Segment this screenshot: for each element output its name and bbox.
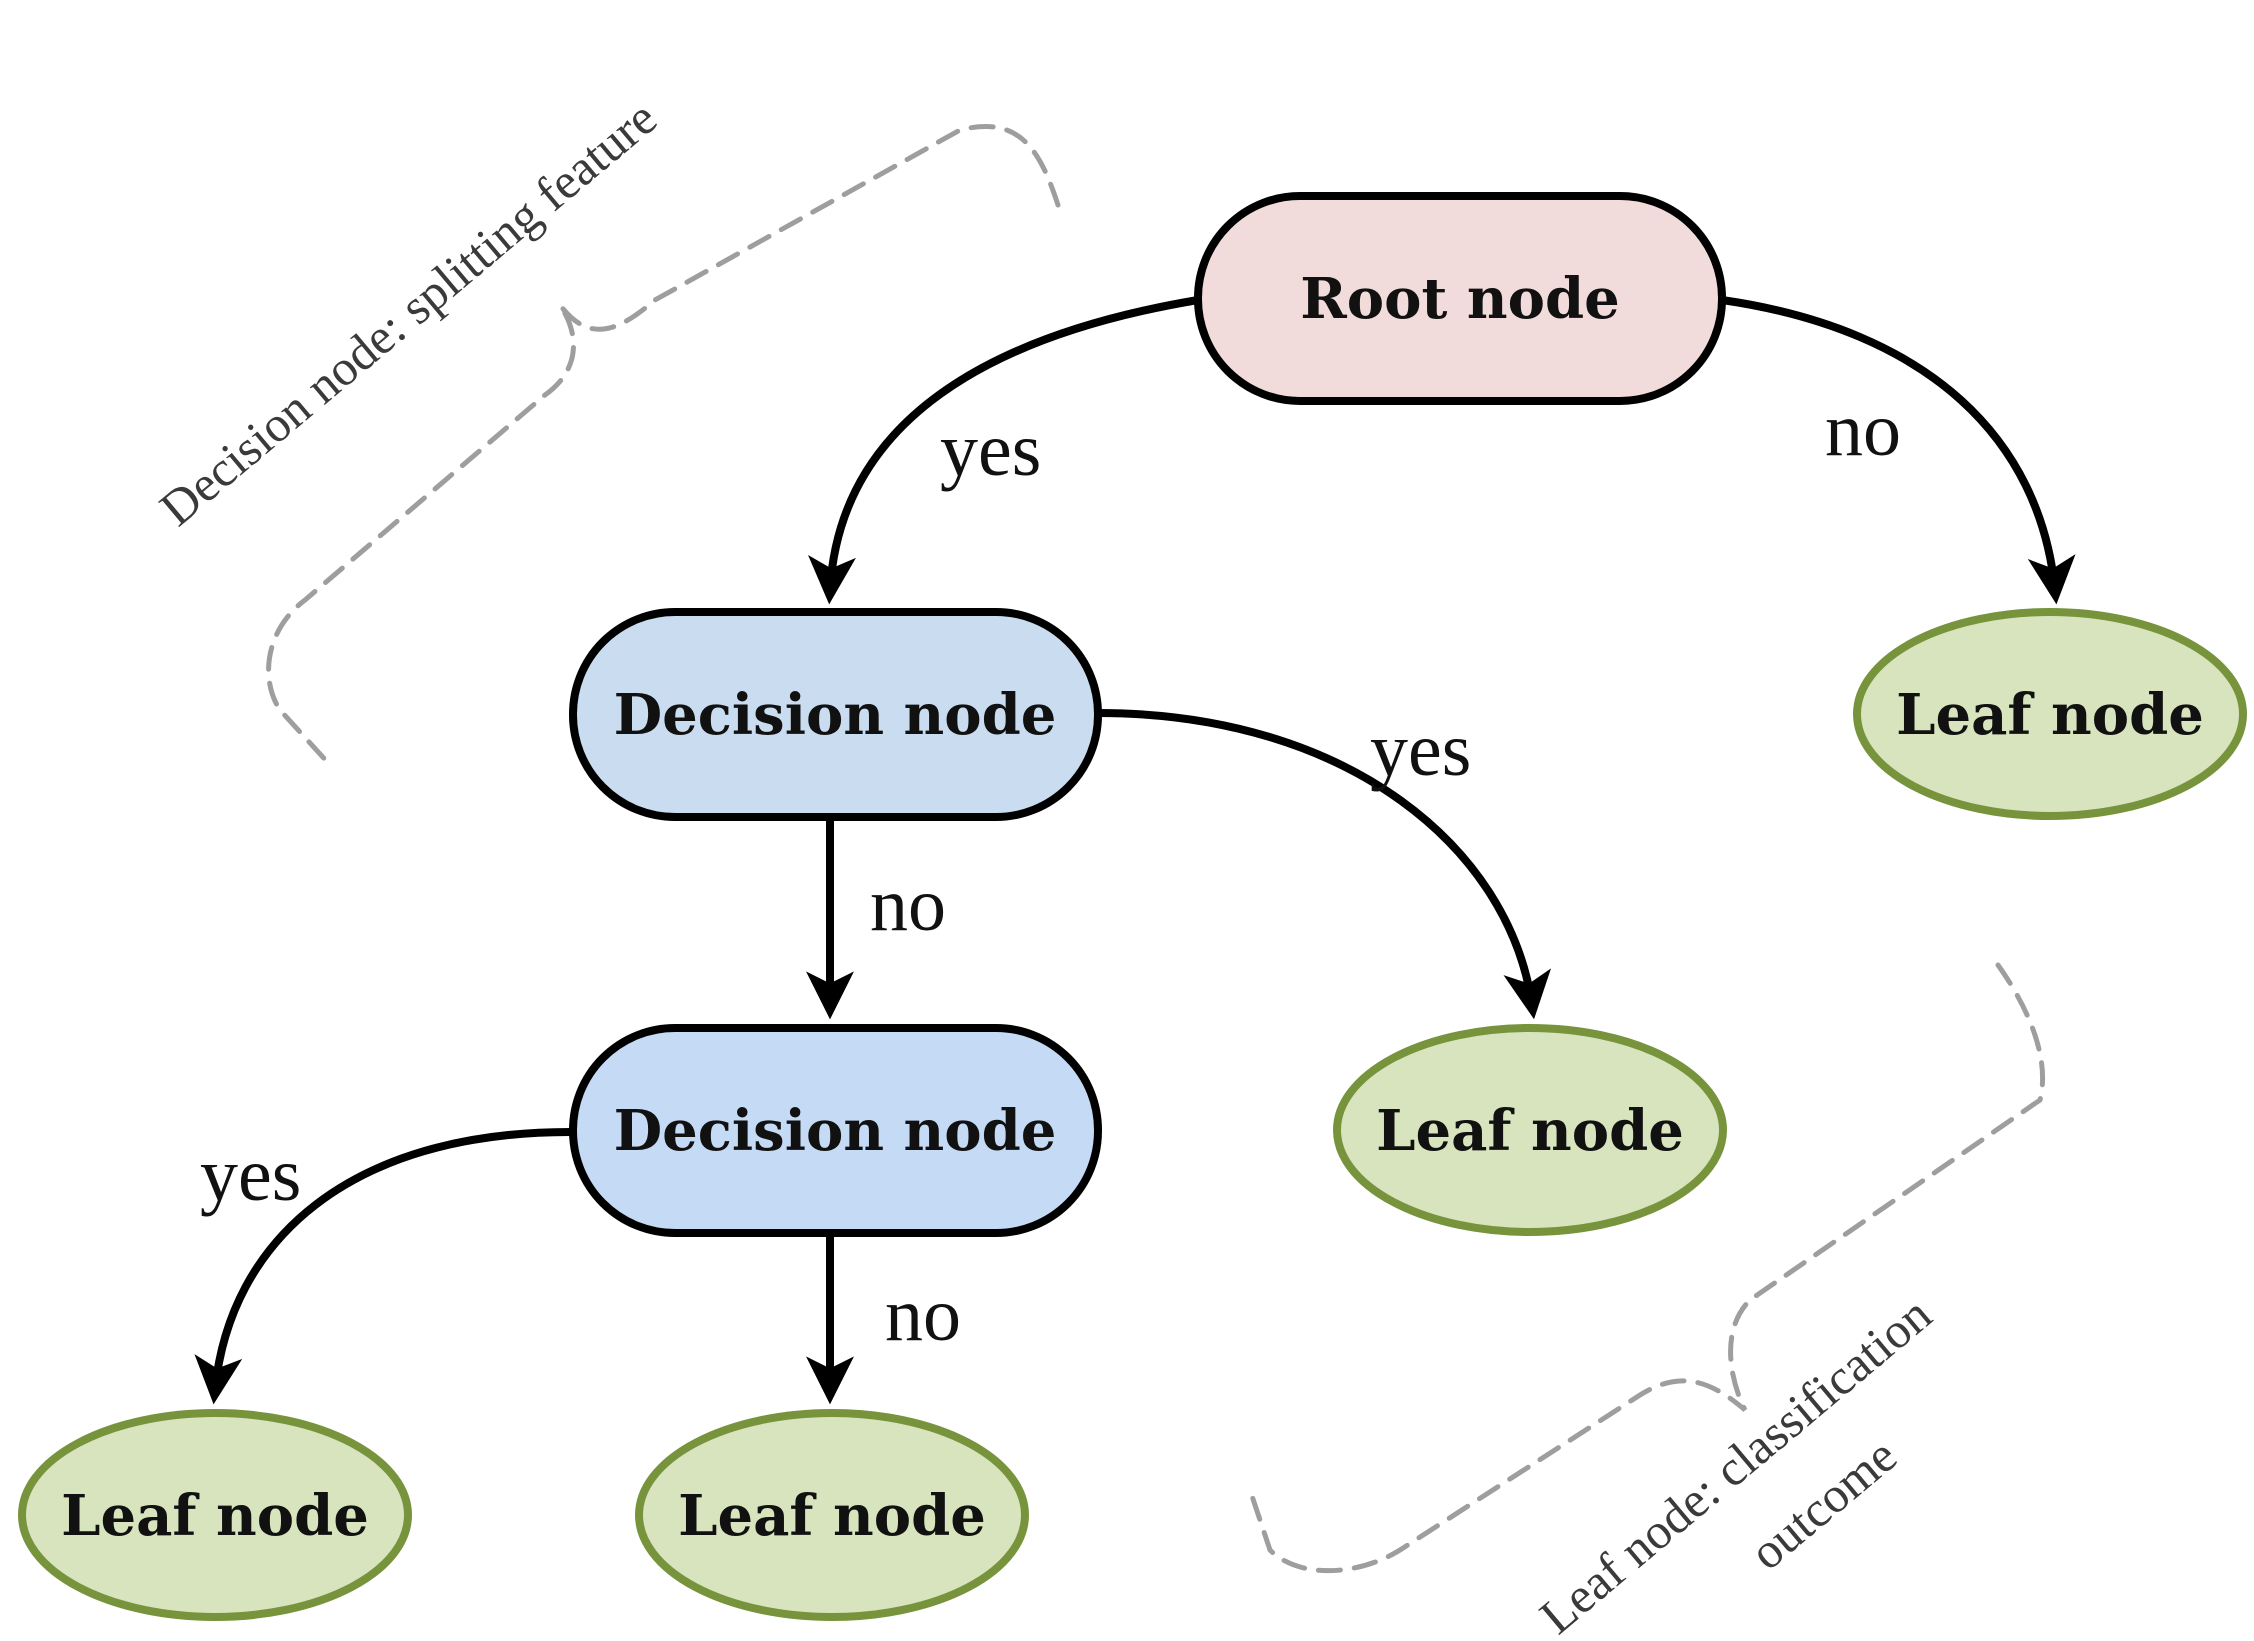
edge-root-to-decision1 [808, 296, 1199, 605]
edge-label-root-no: no [1825, 388, 1901, 472]
leaf-node-top-right [1853, 608, 2247, 820]
edge-label-root-yes: yes [940, 408, 1041, 492]
decision-node-2-label: Decision node [614, 1098, 1057, 1164]
root-node-label: Root node [1300, 266, 1619, 332]
decision-note-label: Decision node: splitting feature [149, 89, 667, 536]
edge-label-decision2-no: no [885, 1273, 961, 1357]
decision-node-2 [569, 1024, 1102, 1237]
leaf-node-middle-label: Leaf node [1376, 1098, 1684, 1164]
leaf-node-bottom-left [18, 1409, 412, 1621]
leaf-node-bottom-left-label: Leaf node [61, 1483, 369, 1549]
edge-decision1-to-leaf-middle [1097, 709, 1552, 1020]
root-node [1194, 192, 1726, 405]
decision-note-brace [266, 124, 1061, 768]
edge-decision2-to-leaf-bottom-left [194, 1128, 571, 1405]
decision-node-1 [569, 608, 1102, 821]
leaf-note-brace [1247, 962, 2046, 1574]
decision-node-1-label: Decision node [614, 682, 1057, 748]
edge-root-to-leaf-top-right [1721, 296, 2076, 605]
leaf-node-middle [1333, 1024, 1727, 1236]
leaf-node-bottom-center-label: Leaf node [678, 1483, 986, 1549]
edge-label-decision1-no: no [870, 863, 946, 947]
edge-label-decision1-yes: yes [1370, 708, 1471, 792]
edge-label-decision2-yes: yes [200, 1133, 301, 1217]
leaf-node-top-right-label: Leaf node [1896, 682, 2204, 748]
leaf-node-bottom-center [635, 1409, 1029, 1621]
